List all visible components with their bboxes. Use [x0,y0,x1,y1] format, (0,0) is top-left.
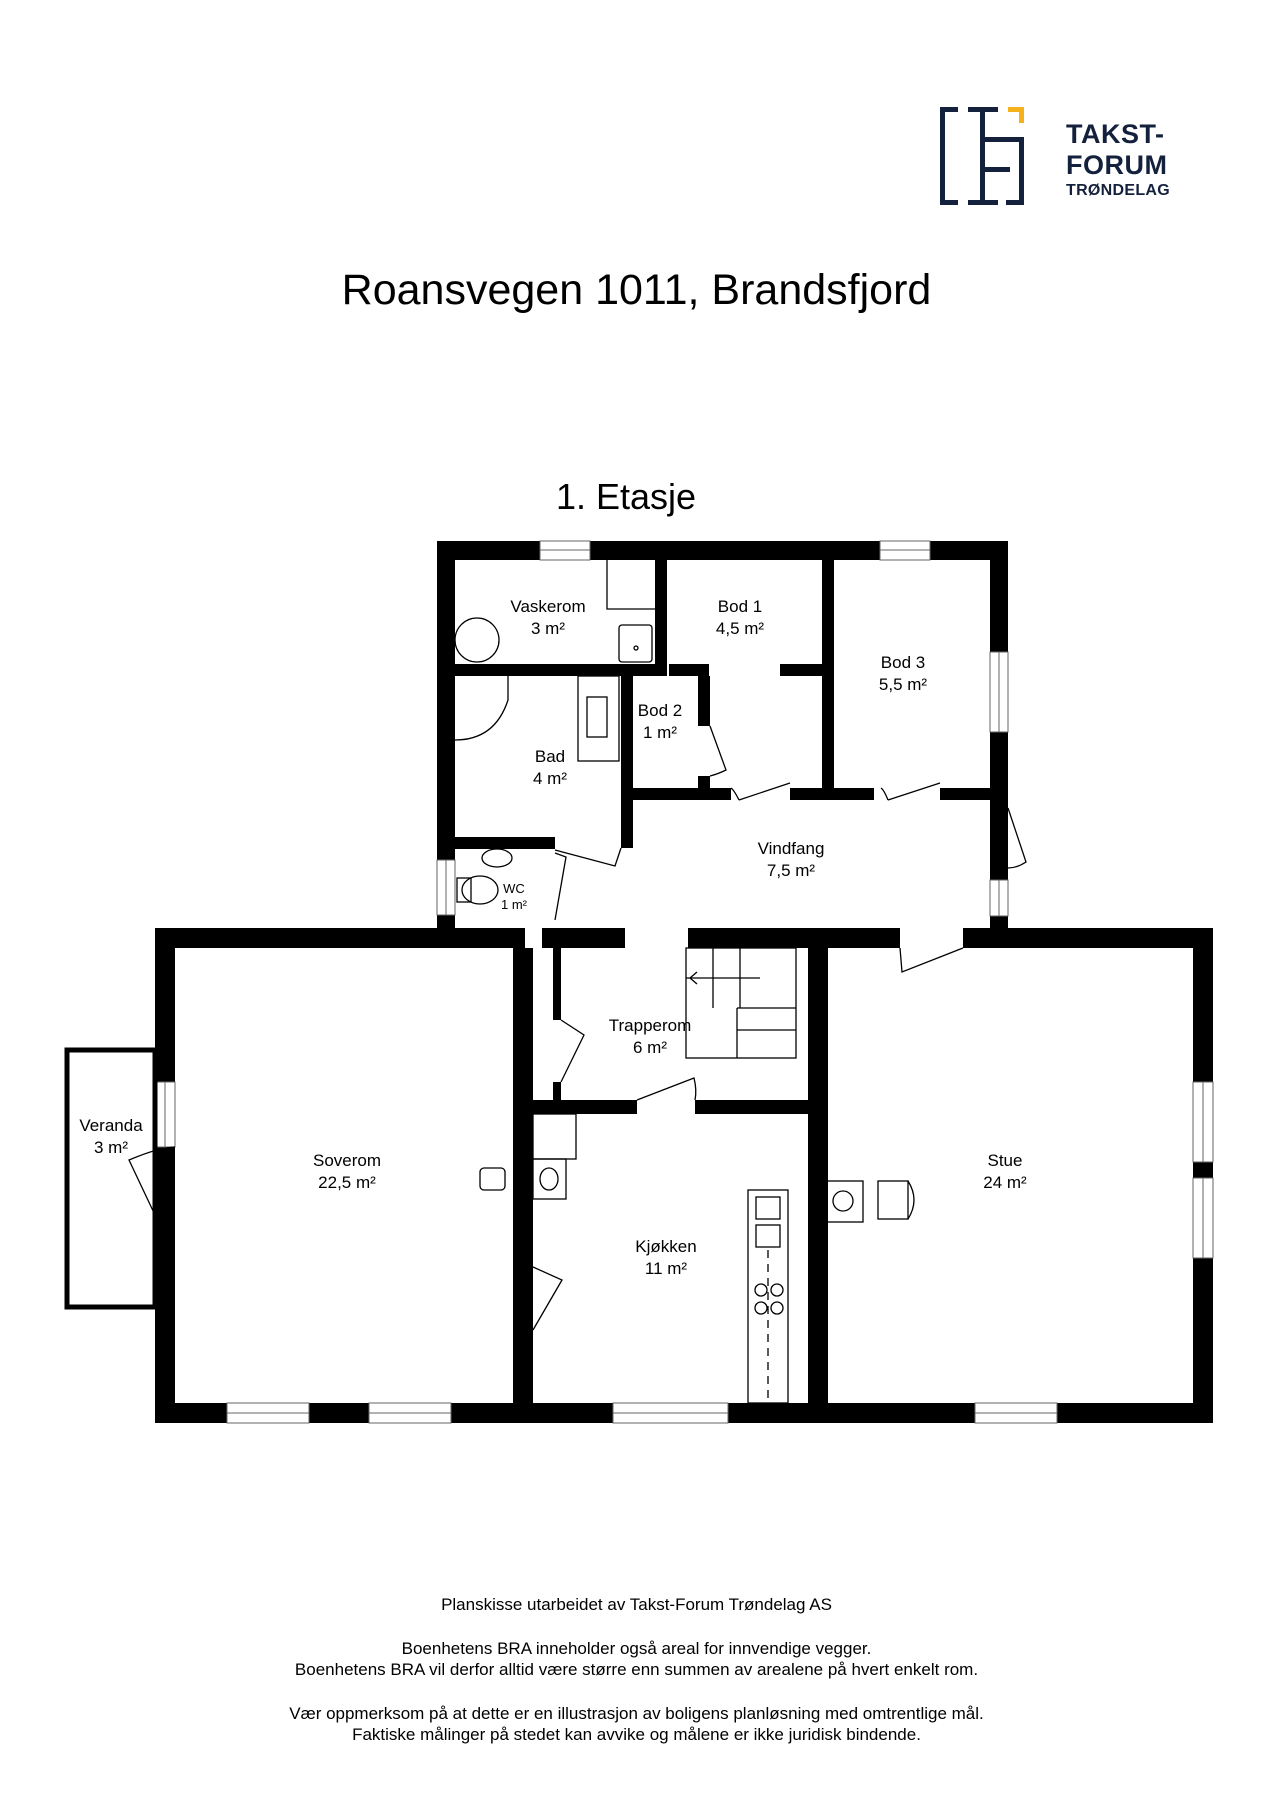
room-soverom: Soverom 22,5 m² [313,1150,381,1194]
room-name: Veranda [79,1116,143,1135]
footer-note-2: Boenhetens BRA vil derfor alltid være st… [294,1660,979,1679]
room-bad: Bad 4 m² [533,746,567,790]
room-wc: WC 1 m² [501,881,527,913]
room-area: 4,5 m² [715,619,765,638]
room-name: Bad [534,747,566,766]
room-name: Bod 1 [717,597,763,616]
room-bod3: Bod 3 5,5 m² [879,652,927,696]
room-name: Kjøkken [635,1237,697,1256]
room-bod2: Bod 2 1 m² [638,700,682,744]
takst-forum-logo: TAKST- FORUM TRØNDELAG [940,107,1180,207]
room-name: Stue [987,1151,1023,1170]
logo-text: TAKST- FORUM TRØNDELAG [1066,121,1170,199]
room-bod1: Bod 1 4,5 m² [716,596,764,640]
room-area: 3 m² [530,619,565,638]
floor-title: 1. Etasje [556,476,697,517]
room-name: Bod 2 [637,701,683,720]
room-trapperom: Trapperom 6 m² [609,1015,692,1059]
room-area: 5,5 m² [878,675,928,694]
room-area: 7,5 m² [766,861,816,880]
room-name: Trapperom [608,1016,692,1035]
room-vaskerom: Vaskerom 3 m² [510,596,585,640]
page-title: Roansvegen 1011, Brandsfjord [341,266,932,314]
logo-mark-icon [940,107,1024,205]
room-name: Soverom [312,1151,382,1170]
room-area: 24 m² [983,1173,1027,1192]
logo-line-1: TAKST- [1066,119,1165,149]
veranda-outline [64,1047,158,1310]
footer-note-1: Boenhetens BRA inneholder også areal for… [401,1639,872,1658]
room-area: 22,5 m² [318,1173,376,1192]
room-kjokken: Kjøkken 11 m² [635,1236,696,1280]
room-name: Vaskerom [510,597,586,616]
room-name: Vindfang [757,839,825,858]
footer-disclaimer-2: Faktiske målinger på stedet kan avvike o… [352,1725,921,1744]
room-veranda: Veranda 3 m² [79,1115,142,1159]
room-area: 11 m² [644,1259,688,1278]
room-area: 3 m² [94,1138,128,1157]
room-stue: Stue 24 m² [983,1150,1026,1194]
room-area: 1 m² [643,723,677,742]
room-vindfang: Vindfang 7,5 m² [758,838,825,882]
room-name: Bod 3 [880,653,926,672]
logo-line-2: FORUM [1066,150,1168,180]
room-area: 6 m² [632,1038,667,1057]
footer-credit: Planskisse utarbeidet av Takst-Forum Trø… [441,1595,832,1614]
room-area: 1 m² [501,897,527,912]
logo-line-3: TRØNDELAG [1066,182,1171,199]
footer-disclaimer-1: Vær oppmerksom på at dette er en illustr… [289,1704,984,1723]
room-area: 4 m² [533,769,567,788]
room-name: WC [503,881,525,896]
